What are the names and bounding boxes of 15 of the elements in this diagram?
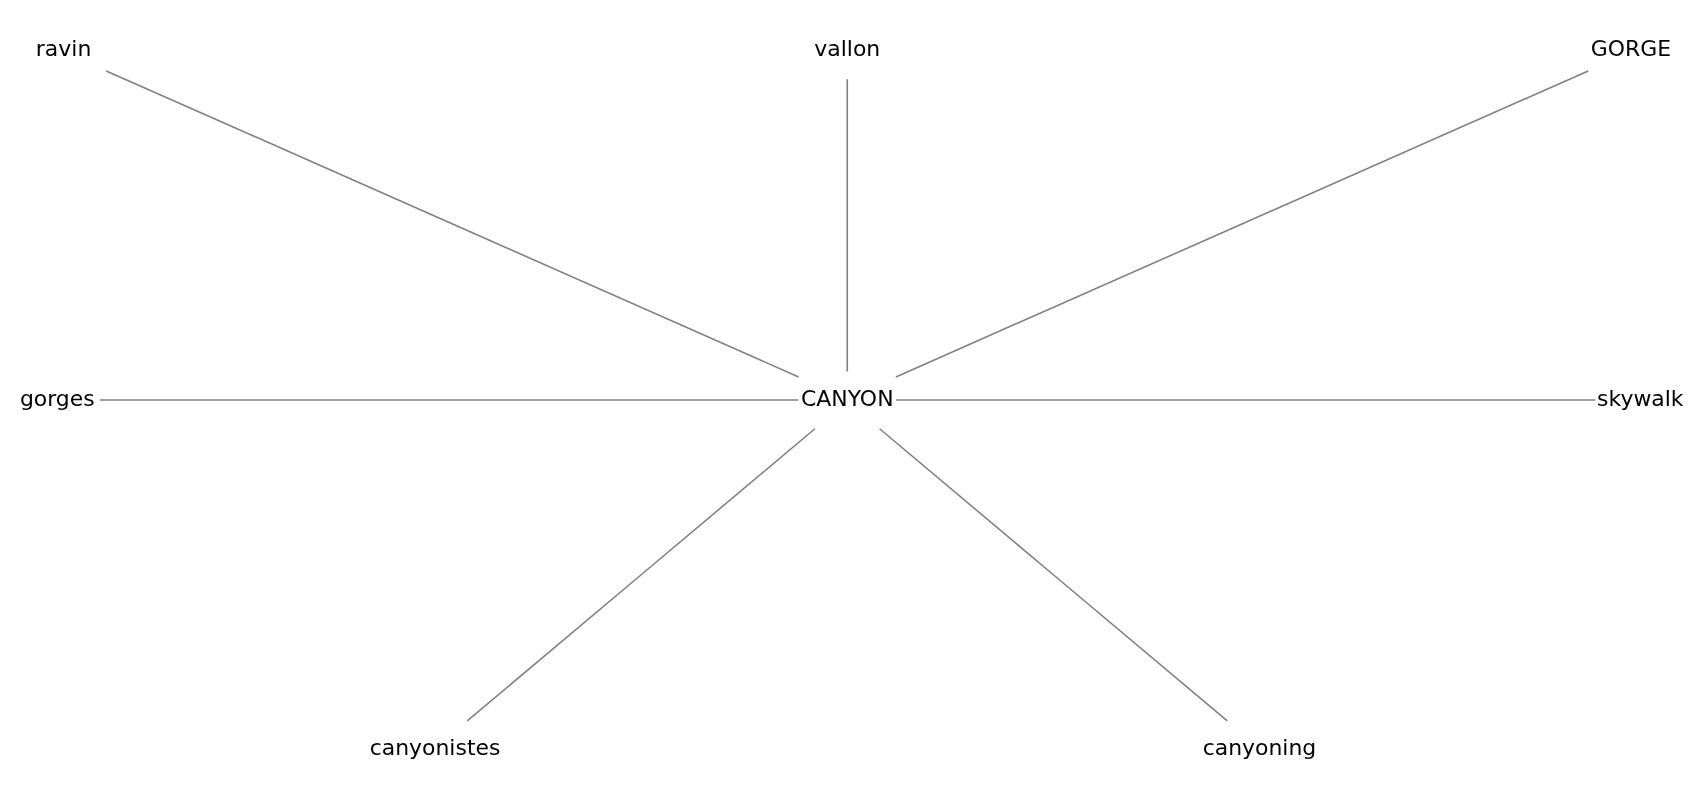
node-text: canyoning <box>1202 735 1317 761</box>
node-text: vallon <box>814 36 881 62</box>
connector <box>895 399 1597 401</box>
node-text: CANYON <box>800 385 894 411</box>
connector <box>878 427 1229 722</box>
connector <box>846 78 849 373</box>
node-text: gorges <box>19 385 95 411</box>
connector <box>105 70 800 378</box>
node-text: ravin <box>35 36 92 62</box>
connector <box>466 427 816 722</box>
node-text: skywalk <box>1597 385 1684 411</box>
node-text: canyonistes <box>369 735 501 761</box>
connector <box>98 399 800 401</box>
connector <box>895 70 1590 378</box>
node-text: GORGE <box>1590 36 1672 62</box>
